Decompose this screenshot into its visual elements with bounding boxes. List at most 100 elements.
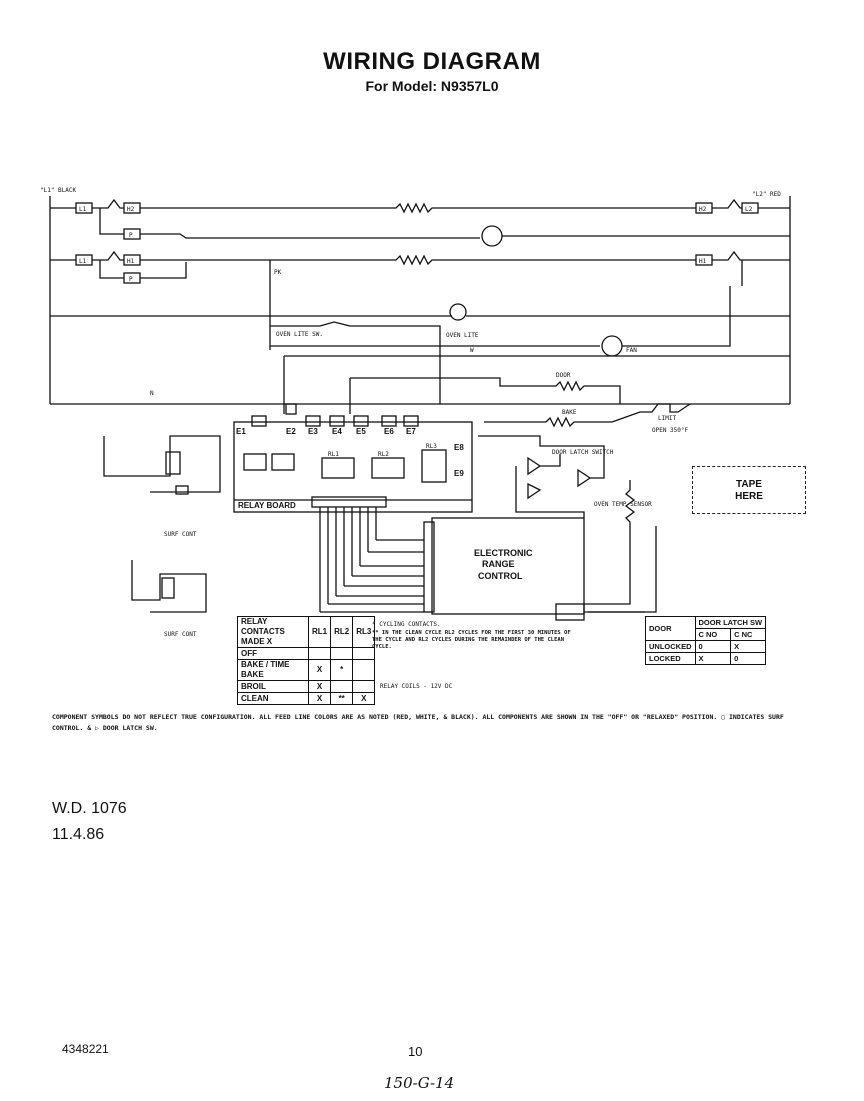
door-state: LOCKED	[645, 652, 696, 665]
terminal-label: P	[129, 276, 133, 283]
handwritten-note: 150-G-14	[384, 1074, 455, 1092]
fan-motor-icon	[601, 335, 623, 357]
relay-mode: OFF	[237, 647, 309, 660]
relay-note-3: RELAY COILS - 12V DC	[380, 683, 453, 690]
relay-cell: X	[352, 692, 376, 705]
element-top-2	[140, 254, 696, 266]
relay-terminal: E8	[454, 443, 464, 452]
relay-rl2	[371, 457, 405, 479]
limit-label: LIMIT	[658, 415, 676, 422]
relay-name: RL3	[426, 443, 437, 450]
relay-table-header: RELAY CONTACTS MADE X	[237, 616, 309, 648]
relay-terminal: E1	[236, 427, 246, 436]
element-top-1	[140, 202, 696, 214]
relay-table-header: RL2	[330, 616, 354, 648]
tape-here-box: TAPE HERE	[692, 466, 806, 514]
oven-lite-bulb-icon	[449, 303, 467, 321]
relay-cell	[352, 659, 376, 681]
terminal-label: L1	[79, 206, 87, 213]
pk-label: PK	[274, 269, 282, 276]
door-cell: X	[730, 640, 767, 653]
door-cell: 0	[694, 640, 732, 653]
erc-label-3: CONTROL	[478, 571, 523, 581]
relay-terminal: E6	[384, 427, 394, 436]
relay-board	[233, 421, 473, 513]
door-table-header: DOOR	[645, 616, 696, 641]
relay-terminal: E2	[286, 427, 296, 436]
page-number: 10	[408, 1044, 423, 1059]
limit-note: OPEN 350°F	[652, 427, 689, 434]
relay-cell	[330, 680, 354, 693]
page-title: WIRING DIAGRAM	[323, 48, 541, 75]
erc-label-1: ELECTRONIC	[474, 548, 533, 558]
relay-connector	[311, 496, 387, 508]
relay-cell	[330, 647, 354, 660]
part-number: 4348221	[62, 1042, 109, 1056]
relay-terminal: E3	[308, 427, 318, 436]
model-subtitle: For Model: N9357L0	[365, 78, 499, 94]
terminal-label: H2	[127, 206, 135, 213]
relay-rl3	[421, 449, 447, 483]
relay-cell: X	[307, 659, 332, 681]
door-lamp-label: DOOR	[556, 372, 571, 379]
relay-terminal: E5	[356, 427, 366, 436]
bake-label: BAKE	[562, 409, 577, 416]
surf-cont-label: SURF CONT	[164, 531, 197, 538]
terminal-label: H1	[699, 258, 707, 265]
relay-cell: X	[307, 692, 332, 705]
door-latch-switch-label: DOOR LATCH SWITCH	[552, 449, 614, 456]
relay-contacts-table: RELAY CONTACTS MADE X RL1 RL2 RL3 OFF BA…	[237, 616, 376, 705]
terminal-label: L1	[79, 258, 87, 265]
door-latch-switch-icon	[527, 456, 542, 476]
relay-rl1	[321, 457, 355, 479]
relay-terminal: E7	[406, 427, 416, 436]
oven-lite-label: OVEN LITE	[446, 332, 479, 339]
relay-name: RL2	[378, 451, 389, 458]
wiring-diagram-number: W.D. 1076	[52, 800, 127, 817]
relay-mode: BROIL	[237, 680, 309, 693]
relay-table-header: RL3	[352, 616, 376, 648]
relay-cell	[307, 647, 332, 660]
terminal-label: H2	[699, 206, 707, 213]
relay-note-2: ** IN THE CLEAN CYCLE RL2 CYCLES FOR THE…	[372, 630, 571, 650]
door-table-sub: C NC	[730, 628, 767, 641]
relay-table-header: RL1	[307, 616, 332, 648]
oven-lite-switch-label: OVEN LITE SW.	[276, 331, 323, 338]
terminal-label: P	[129, 232, 133, 239]
surf-cont-label: SURF CONT	[164, 631, 197, 638]
tape-label: HERE	[735, 491, 763, 502]
door-latch-table: DOOR DOOR LATCH SW C NO C NC UNLOCKED 0 …	[645, 616, 767, 665]
relay-mode: BAKE / TIME BAKE	[237, 659, 309, 681]
l1-label: "L1" BLACK	[40, 187, 77, 194]
relay-cell: *	[330, 659, 354, 681]
white-label: W	[470, 347, 474, 354]
relay-terminal: E4	[332, 427, 342, 436]
relay-board-label: RELAY BOARD	[238, 501, 296, 510]
electronic-range-control	[431, 517, 585, 615]
door-cell: X	[694, 652, 732, 665]
door-state: UNLOCKED	[645, 640, 696, 653]
door-table-sub: C NO	[694, 628, 732, 641]
door-cell: 0	[730, 652, 767, 665]
neutral-label: N	[150, 390, 154, 397]
door-table-header: DOOR LATCH SW	[694, 616, 767, 629]
relay-note-1: * CYCLING CONTACTS.	[372, 621, 441, 628]
wiring-diagram-date: 11.4.86	[52, 826, 105, 843]
relay-name: RL1	[328, 451, 339, 458]
erc-label-2: RANGE	[482, 559, 515, 569]
fan-label: FAN	[626, 347, 637, 354]
relay-cell: X	[307, 680, 332, 693]
relay-cell: **	[330, 692, 354, 705]
oven-temp-sensor-label: OVEN TEMP SENSOR	[594, 501, 652, 508]
surface-light-icon	[481, 225, 503, 247]
relay-cell	[352, 680, 376, 693]
tape-label: TAPE	[736, 479, 762, 490]
terminal-label: L2	[745, 206, 753, 213]
terminal-label: H1	[127, 258, 135, 265]
relay-mode: CLEAN	[237, 692, 309, 705]
relay-cell	[352, 647, 376, 660]
l2-label: "L2" RED	[752, 191, 781, 198]
relay-terminal: E9	[454, 469, 464, 478]
component-footnote: COMPONENT SYMBOLS DO NOT REFLECT TRUE CO…	[52, 713, 784, 732]
